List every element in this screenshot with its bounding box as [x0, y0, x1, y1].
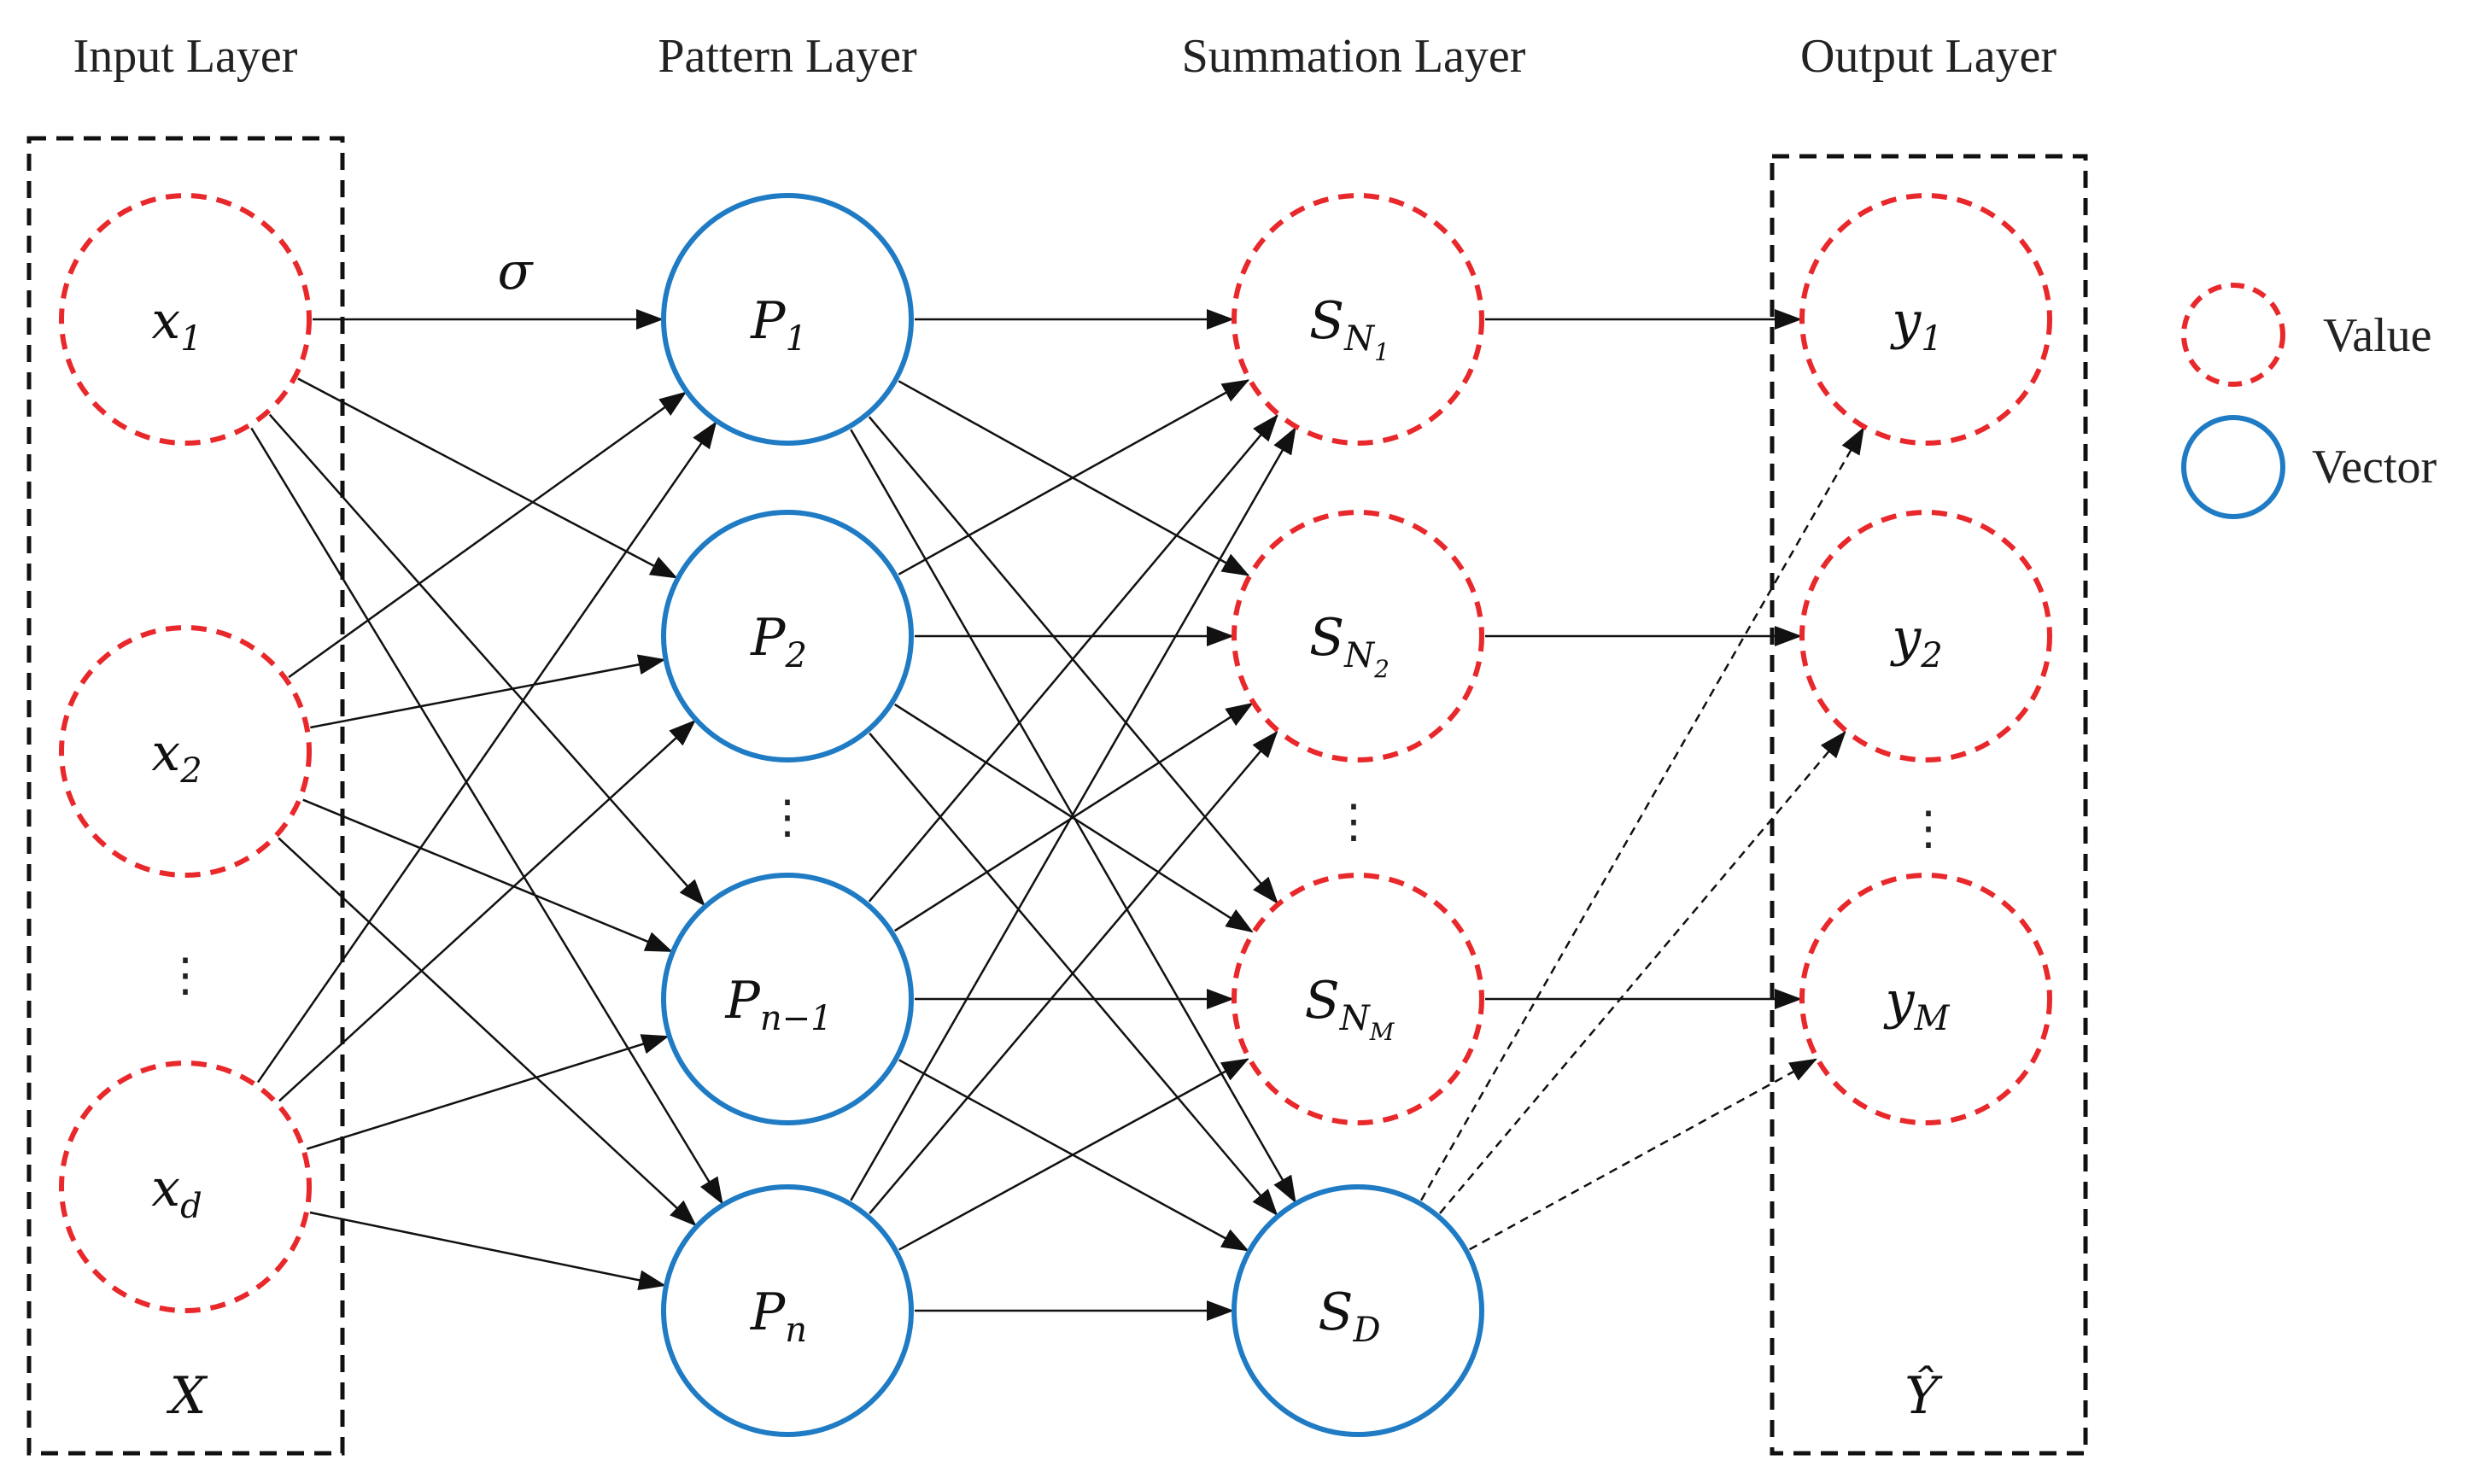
input-ellipsis: ⋮ [162, 948, 208, 1002]
edge-x2-Pn [278, 837, 697, 1227]
node-x1-circle [59, 193, 312, 446]
edge-x2-P1 [288, 391, 687, 679]
node-SD-label: SD [1318, 1282, 1380, 1350]
node-SN2-circle [1232, 510, 1484, 762]
node-SNM-circle [1232, 873, 1484, 1125]
edge-Pn1-SN2 [894, 702, 1254, 932]
edge-Pn-SN2 [869, 730, 1278, 1215]
node-SN2-label: SN2 [1309, 608, 1390, 683]
edge-x2-Pn1 [302, 798, 673, 953]
node-x1-label: x1 [151, 291, 202, 359]
node-Pn1-circle [661, 873, 914, 1125]
edge-Pn-SN1 [850, 426, 1296, 1201]
edge-P2-SN1 [898, 379, 1250, 575]
edge-SD-y2 [1438, 730, 1846, 1214]
output-box-label: Ŷ [1904, 1365, 1943, 1426]
edge-Pn1-SN1 [868, 414, 1278, 903]
output-ellipsis: ⋮ [1905, 801, 1951, 855]
legend-vector-label: Vector [2312, 441, 2437, 494]
summation-layer-title: Summation Layer [1182, 30, 1526, 83]
edge-x1-Pn1 [268, 413, 705, 907]
edge-xd-Pn1 [306, 1034, 670, 1150]
node-y2-circle [1799, 510, 2052, 762]
node-P1-label: P1 [750, 291, 807, 359]
node-P1-circle [661, 193, 914, 446]
node-P2-label: P2 [750, 608, 807, 675]
node-yM-circle [1799, 873, 2052, 1125]
input-box [26, 136, 345, 1456]
node-y1-label: y1 [1889, 291, 1942, 359]
node-Pn-circle [661, 1184, 914, 1437]
edge-xd-P2 [278, 719, 697, 1102]
node-Pn-label: Pn [750, 1282, 807, 1350]
node-Pn1-label: Pn−1 [724, 971, 832, 1038]
node-SN1-label: SN1 [1309, 291, 1390, 366]
node-y1-circle [1799, 193, 2052, 446]
node-y2-label: y2 [1889, 608, 1942, 675]
edge-SD-y1 [1419, 426, 1865, 1201]
node-xd-circle [59, 1060, 312, 1313]
edge-xd-Pn [309, 1211, 666, 1291]
node-xd-label: xd [151, 1159, 202, 1226]
input-box-label: X [167, 1366, 208, 1426]
edge-x1-P2 [297, 377, 678, 579]
node-SD-circle [1232, 1184, 1484, 1437]
output-layer-title: Output Layer [1800, 30, 2057, 83]
output-box [1770, 154, 2088, 1456]
node-P2-circle [661, 510, 914, 762]
edge-SD-yM [1469, 1058, 1817, 1251]
legend-value-label: Value [2323, 309, 2432, 362]
node-x2-label: x2 [151, 723, 202, 791]
pattern-layer-title: Pattern Layer [658, 30, 917, 83]
node-yM-label: yM [1883, 971, 1951, 1038]
edge-x1-Pn [250, 427, 723, 1206]
connections [250, 309, 1865, 1321]
summation-ellipsis: ⋮ [1331, 794, 1377, 848]
pattern-ellipsis: ⋮ [764, 790, 810, 844]
input-layer-title: Input Layer [73, 30, 298, 83]
node-SN1-circle [1232, 193, 1484, 446]
legend-vector-swatch [2181, 415, 2285, 519]
legend-value-swatch [2181, 283, 2285, 387]
edge-xd-P1 [256, 421, 717, 1084]
node-x2-circle [59, 625, 312, 878]
sigma-label: σ [498, 242, 535, 301]
node-SNM-label: SNM [1305, 971, 1395, 1046]
edge-Pn-SNM [898, 1058, 1249, 1251]
edge-x2-P2 [310, 654, 666, 729]
